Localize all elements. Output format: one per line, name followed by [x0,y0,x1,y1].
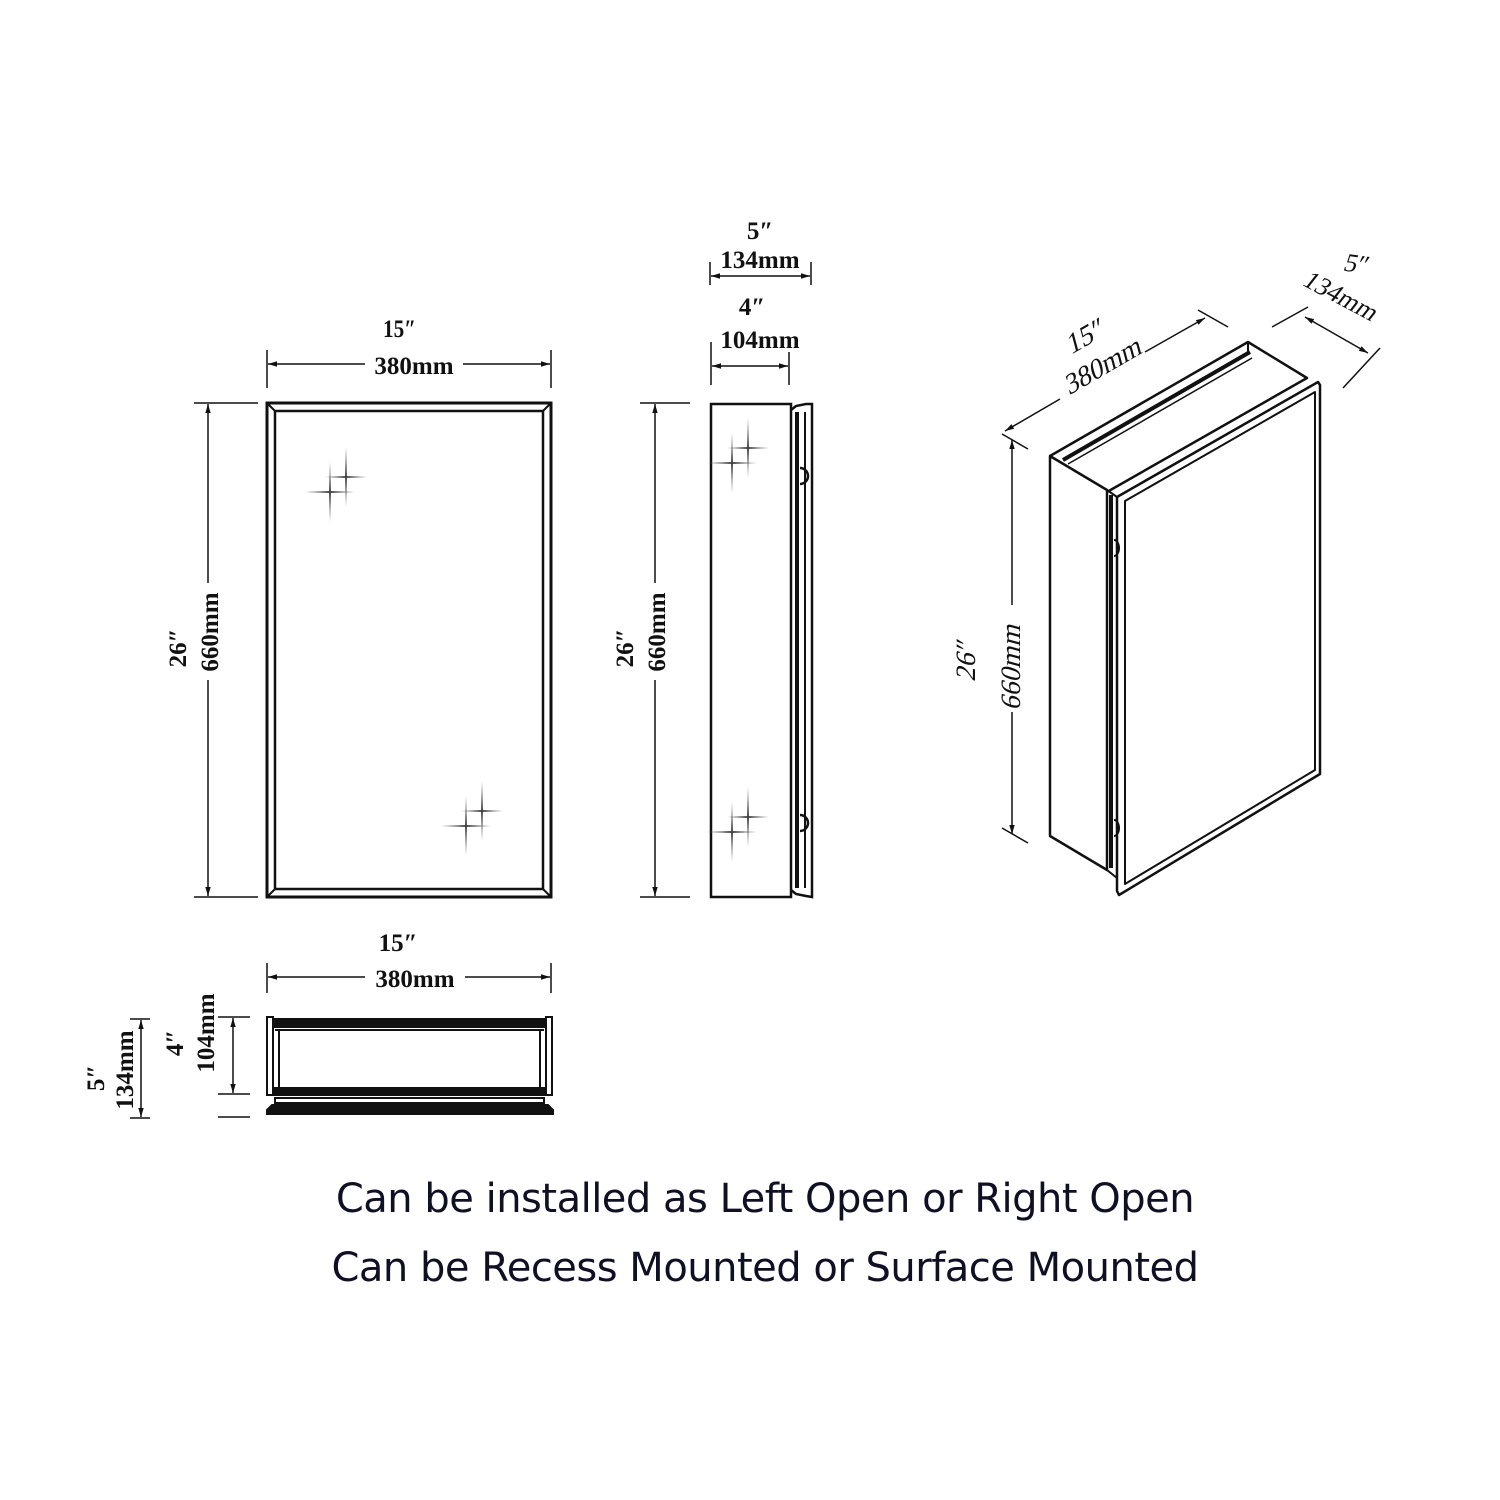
side-depth-body-in: 4″ [739,294,765,321]
front-height-mm: 660mm [197,592,224,671]
side-height-mm: 660mm [644,592,671,671]
side-height-in: 26″ [612,629,639,668]
side-depth-body-mm: 104mm [720,327,799,354]
top-width-mm: 380mm [375,966,454,993]
iso-height-mm: 660mm [996,619,1026,713]
iso-height-in: 26″ [951,636,981,684]
top-depth-total-mm: 134mm [112,1030,139,1109]
side-view [640,262,814,899]
top-width-in: 15″ [379,930,418,957]
top-depth-total-in: 5″ [83,1065,110,1091]
isometric-view [1001,306,1381,897]
side-depth-total-mm: 134mm [720,247,799,274]
front-width-mm: 380mm [374,353,453,380]
top-depth-body-in: 4″ [162,1030,189,1056]
caption-opening-direction: Can be installed as Left Open or Right O… [335,1176,1195,1222]
top-view [130,963,554,1119]
iso-depth-in: 5″ [1340,248,1373,279]
top-depth-body-mm: 104mm [193,993,220,1072]
front-view [194,350,553,899]
front-width-in: 15″ [383,315,416,343]
caption-mounting-type: Can be Recess Mounted or Surface Mounted [331,1245,1199,1291]
sparkle-icon [707,787,769,862]
sparkle-icon [441,781,503,856]
sparkle-icon [707,418,769,493]
side-depth-total-in: 5″ [747,218,773,245]
sparkle-icon [305,447,367,522]
front-height-in: 26″ [165,629,192,668]
